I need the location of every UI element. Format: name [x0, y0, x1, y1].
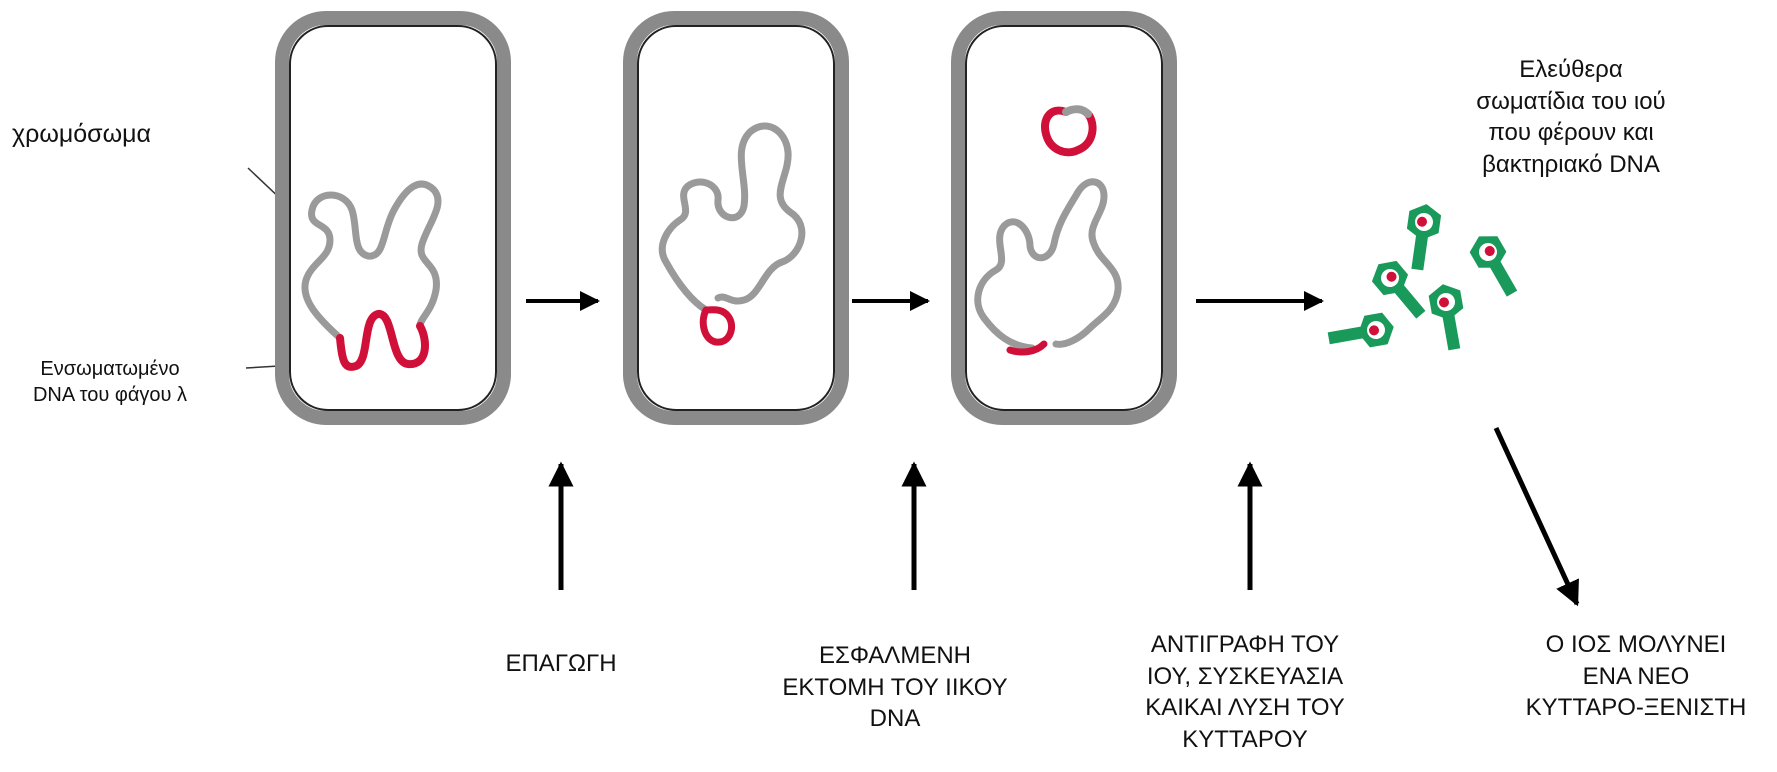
step-label-induction: ΕΠΑΓΩΓΗ — [466, 648, 656, 680]
free-phage-particles — [1326, 202, 1526, 354]
chromosome-label: χρωμόσωμα — [12, 118, 151, 151]
free-particles-label: Ελεύθερα σωματίδια του ιού που φέρουν κα… — [1436, 54, 1706, 181]
phage-particle — [1401, 202, 1442, 272]
step-label-faulty-excision: ΕΣΦΑΛΜΕΝΗ ΕΚΤΟΜΗ ΤΟΥ ΙΙΚΟΥ DNA — [740, 640, 1050, 735]
step-label-new-host-infection: Ο ΙΟΣ ΜΟΛΥΝΕΙ ΕΝΑ ΝΕΟ ΚΥΤΤΑΡΟ-ΞΕΝΙΣΤΗ — [1496, 629, 1776, 724]
step-label-replication-lysis: ΑΝΤΙΓΡΑΦΗ ΤΟΥ ΙΟΥ, ΣΥΣΚΕΥΑΣΙΑ ΚΑΙΚΑΙ ΛΥΣ… — [1100, 629, 1390, 756]
phage-particle — [1465, 228, 1526, 301]
bacterial-cell-3 — [958, 18, 1170, 418]
bacterial-cell-1 — [282, 18, 504, 418]
integrated-dna-label: Ενσωματωμένο DNA του φάγου λ — [8, 356, 212, 409]
phage-particle — [1427, 281, 1470, 352]
bacterial-cell-2 — [630, 18, 842, 418]
phage-particle — [1326, 311, 1397, 354]
infection-arrow — [1496, 428, 1577, 604]
